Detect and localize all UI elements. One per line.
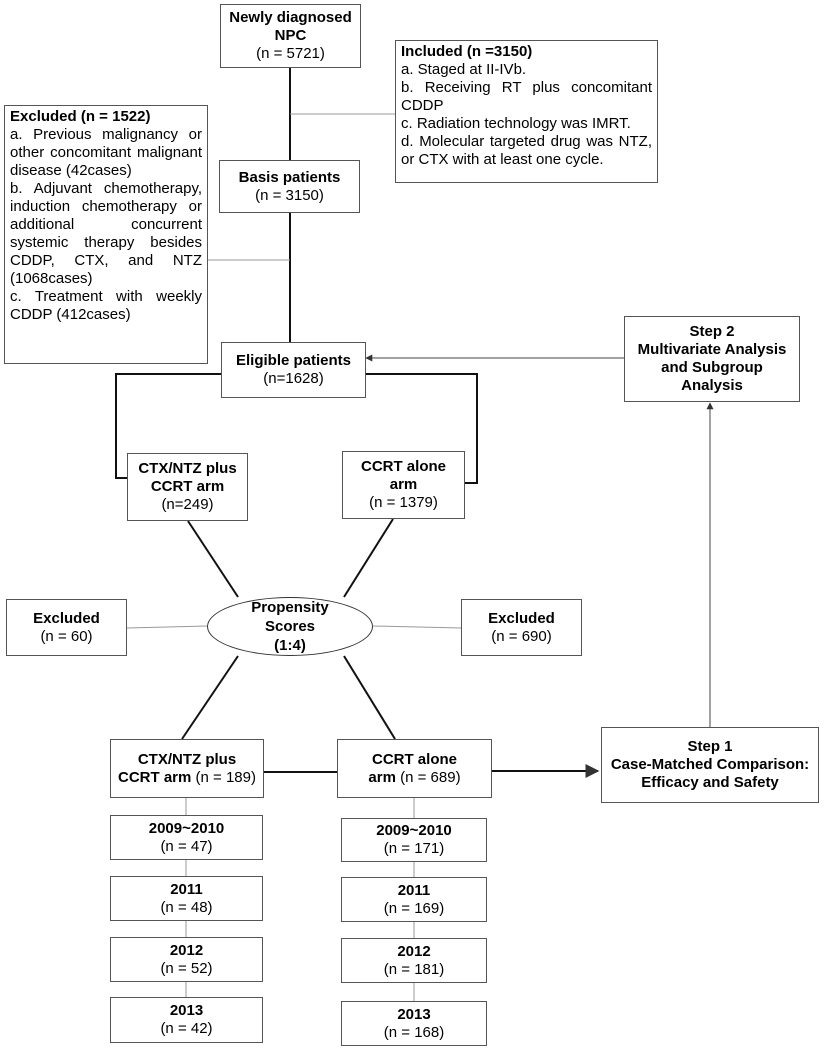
ctx-year-label: 2012: [169, 941, 204, 959]
eligible-count: (n=1628): [263, 370, 324, 387]
excluded-item-c: c. Treatment with weekly CDDP (412cases): [10, 288, 202, 323]
ccrt-arm-count: (n = 1379): [369, 494, 438, 511]
included-item-c: c. Radiation technology was IMRT.: [401, 115, 631, 132]
ccrt-year-label: 2011: [397, 881, 431, 899]
excluded-left-box: Excluded (n = 60): [6, 599, 127, 656]
ccrt-year-box: 2012 (n = 181): [341, 938, 487, 983]
excluded-right-title: Excluded: [488, 609, 555, 627]
included-title: Included (n =3150): [401, 43, 533, 60]
line-propensity-to-ctx-matched: [181, 655, 239, 740]
line-propensity-to-ccrt-matched: [343, 655, 396, 740]
ctx-year-count: (n = 48): [160, 898, 213, 916]
step1-box: Step 1 Case-Matched Comparison: Efficacy…: [601, 727, 819, 803]
included-criteria-box: Included (n =3150) a. Staged at II-IVb. …: [395, 40, 658, 183]
ccrt-alone-matched-box: CCRT alone arm (n = 689): [337, 739, 492, 798]
included-item-d: d. Molecular targeted drug was NTZ, or C…: [401, 133, 652, 168]
ctx-arm-line-2: CCRT arm: [150, 478, 225, 495]
ccrt-year-label: 2013: [397, 1005, 431, 1023]
propensity-line-3: (1:4): [274, 637, 306, 654]
line-propensity-to-excl-left: [126, 625, 208, 629]
ccrt-year-count: (n = 169): [383, 899, 445, 917]
step2-box: Step 2 Multivariate Analysis and Subgrou…: [624, 316, 800, 402]
ctx-arm-count: (n=249): [161, 496, 214, 513]
excluded-right-count: (n = 690): [491, 627, 552, 645]
propensity-line-2: Scores: [264, 618, 316, 635]
ccrt-year-label: 2012: [397, 942, 431, 960]
excluded-main-title: Excluded (n = 1522): [10, 108, 151, 125]
ctx-year-count: (n = 47): [160, 837, 213, 855]
line-eligible-to-ctx-arm: [115, 373, 221, 479]
step2-line-4: Analysis: [681, 377, 743, 394]
line-eligible-to-ccrt-arm: [357, 373, 478, 484]
ctx-year-box: 2009~2010 (n = 47): [110, 815, 263, 860]
ccrt-year-box: 2011 (n = 169): [341, 877, 487, 922]
newly-diagnosed-title: Newly diagnosed NPC: [229, 9, 352, 44]
ccrt-matched-line-1: CCRT alone: [371, 750, 457, 768]
included-item-b: b. Receiving RT plus concomitant CDDP: [401, 79, 652, 114]
ctx-year-box: 2013 (n = 42): [110, 997, 263, 1043]
step1-line-1: Step 1: [687, 738, 733, 755]
step2-line-1: Step 2: [689, 323, 735, 340]
step2-line-3: and Subgroup: [661, 359, 763, 376]
line-propensity-to-excl-right: [372, 625, 462, 629]
ctx-matched-line-1: CTX/NTZ plus: [137, 750, 237, 768]
excluded-item-a: a. Previous malignancy or other concomit…: [10, 126, 202, 179]
ctx-year-box: 2012 (n = 52): [110, 937, 263, 982]
ctx-matched-count: (n = 189): [195, 768, 256, 786]
ctx-ntz-arm-box: CTX/NTZ plus CCRT arm (n=249): [127, 453, 248, 521]
newly-diagnosed-count: (n = 5721): [256, 45, 325, 62]
ctx-year-label: 2011: [170, 880, 203, 898]
line-ctx-arm-to-propensity: [187, 520, 239, 598]
included-item-a: a. Staged at II-IVb.: [401, 61, 527, 78]
ccrt-year-box: 2009~2010 (n = 171): [341, 818, 487, 862]
excluded-left-title: Excluded: [33, 609, 100, 627]
excluded-right-box: Excluded (n = 690): [461, 599, 582, 656]
ccrt-year-count: (n = 171): [383, 840, 445, 857]
excluded-item-b: b. Adjuvant chemotherapy, induction chem…: [10, 180, 202, 287]
ctx-year-box: 2011 (n = 48): [110, 876, 263, 921]
ccrt-matched-line-2: arm: [368, 768, 396, 786]
basis-title: Basis patients: [238, 168, 341, 186]
ccrt-matched-count: (n = 689): [400, 768, 461, 786]
ccrt-year-label: 2009~2010: [376, 822, 452, 839]
ccrt-year-box: 2013 (n = 168): [341, 1001, 487, 1046]
line-ccrt-arm-to-propensity: [343, 518, 394, 598]
ccrt-arm-line-1: CCRT alone: [360, 458, 446, 475]
ctx-arm-line-1: CTX/NTZ plus: [138, 460, 237, 477]
ctx-year-label: 2013: [169, 1002, 204, 1019]
excluded-left-count: (n = 60): [40, 627, 93, 645]
ctx-year-label: 2009~2010: [148, 819, 225, 837]
ctx-year-count: (n = 52): [160, 959, 213, 977]
step1-line-2: Case-Matched Comparison:: [610, 756, 810, 773]
ccrt-year-count: (n = 168): [383, 1023, 445, 1041]
eligible-patients-box: Eligible patients (n=1628): [221, 342, 366, 398]
ctx-matched-line-2: CCRT arm: [118, 768, 192, 786]
propensity-scores-ellipse: Propensity Scores (1:4): [207, 597, 373, 656]
ccrt-alone-arm-box: CCRT alone arm (n = 1379): [342, 451, 465, 519]
step2-line-2: Multivariate Analysis: [637, 341, 787, 358]
basis-patients-box: Basis patients (n = 3150): [219, 160, 360, 213]
basis-count: (n = 3150): [255, 186, 324, 204]
ctx-ntz-matched-box: CTX/NTZ plus CCRT arm (n = 189): [110, 739, 264, 798]
ctx-year-count: (n = 42): [160, 1020, 213, 1037]
propensity-line-1: Propensity: [251, 599, 329, 616]
ccrt-year-count: (n = 181): [383, 960, 445, 978]
step1-line-3: Efficacy and Safety: [641, 774, 779, 791]
newly-diagnosed-box: Newly diagnosed NPC (n = 5721): [220, 4, 361, 68]
ccrt-arm-line-2: arm: [389, 476, 418, 493]
eligible-title: Eligible patients: [235, 352, 352, 369]
excluded-criteria-box: Excluded (n = 1522) a. Previous malignan…: [4, 105, 208, 364]
